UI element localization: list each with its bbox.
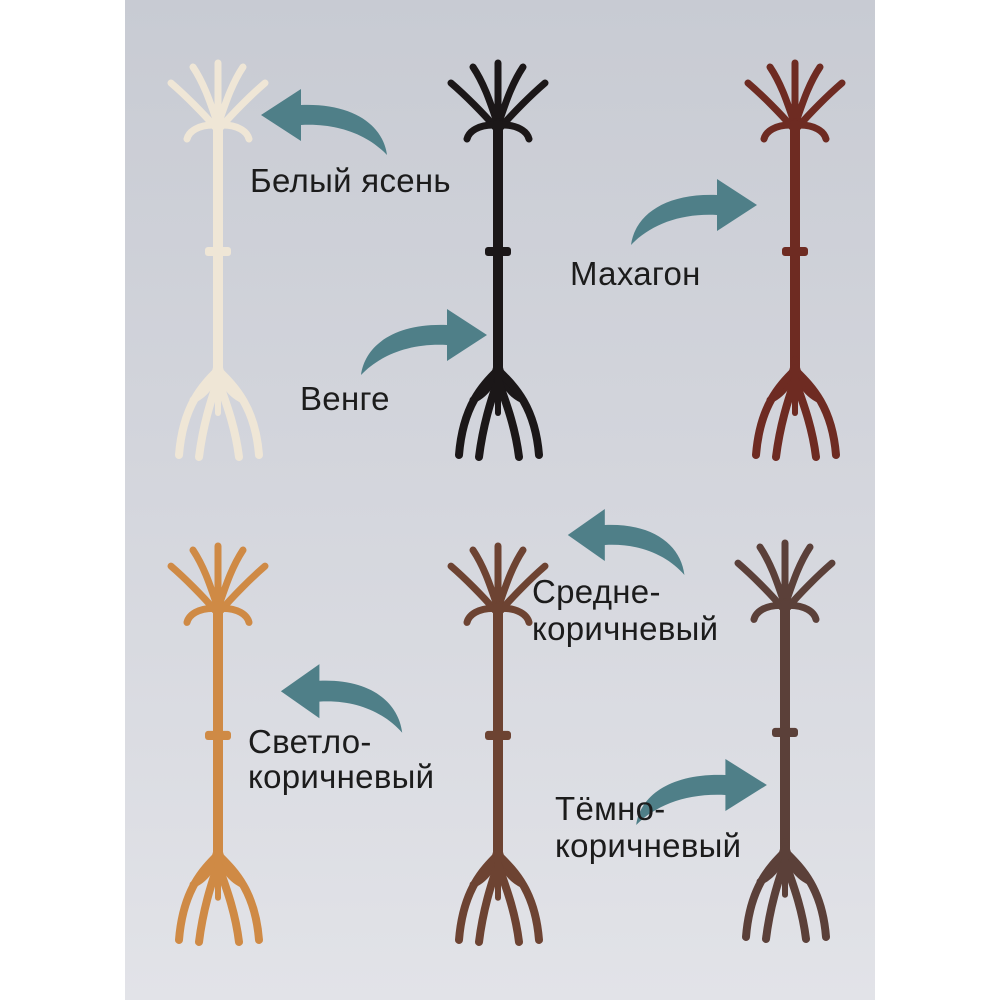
label-wenge: Венге (300, 380, 390, 417)
label-dark-brown-line1: Тёмно- (555, 790, 666, 827)
coat-stand-medium-brown (447, 542, 549, 946)
arrow-right-mahogany (631, 179, 757, 245)
arrow-right-dark-brown (636, 759, 767, 825)
coat-stand-light-brown (167, 542, 269, 946)
label-dark-brown-line2: коричневый (555, 827, 742, 864)
arrow-left-white-ash (261, 89, 387, 155)
label-white-ash: Белый ясень (250, 162, 451, 199)
coat-stand-white-ash (167, 59, 269, 461)
coat-stand-dark-brown (734, 539, 836, 943)
label-medium-brown-line1: Средне- (532, 573, 661, 610)
arrow-left-medium-brown (567, 509, 685, 575)
label-light-brown-line1: Светло- (248, 723, 372, 760)
label-mahogany: Махагон (570, 255, 701, 292)
label-medium-brown-line2: коричневый (532, 610, 719, 647)
label-light-brown-line2: коричневый (248, 758, 435, 795)
coat-stand-wenge (447, 59, 549, 461)
coat-stand-mahogany (744, 59, 846, 461)
arrow-right-wenge (361, 309, 487, 375)
arrow-left-light-brown (280, 664, 403, 733)
